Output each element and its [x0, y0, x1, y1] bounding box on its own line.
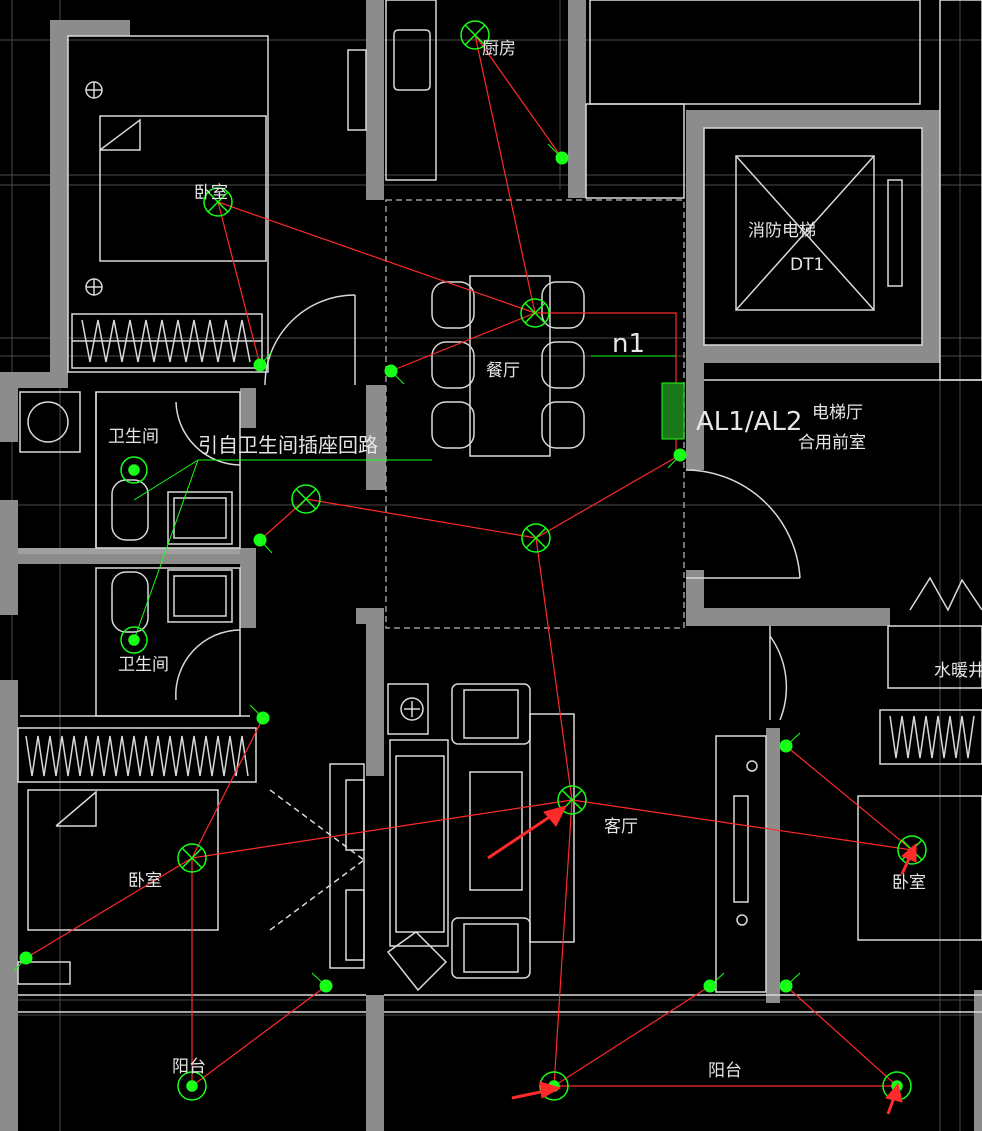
note-bath-socket: 引自卫生间插座回路: [198, 433, 378, 457]
ceiling-light-icon: [177, 843, 207, 873]
distribution-panel: [661, 382, 685, 440]
note-panel-label: AL1/AL2: [696, 407, 802, 437]
wall-switch-icon: [779, 732, 801, 753]
note-line-tag: n1: [612, 329, 645, 359]
label-bedroom-right: 卧室: [892, 873, 926, 893]
ceiling-light-icon: [521, 523, 551, 553]
note-leaders: [133, 355, 676, 641]
label-bedroom-top: 卧室: [194, 183, 228, 203]
wall-switch-icon: [311, 972, 333, 993]
wall-switch-icon: [253, 533, 273, 554]
ceiling-light-icon: [120, 626, 148, 654]
wall-switch-icon: [703, 972, 725, 993]
red-arrow-icon: [487, 805, 567, 860]
label-dining: 餐厅: [486, 361, 520, 381]
ceiling-light-icon: [203, 187, 233, 217]
red-arrow-icon: [885, 1082, 903, 1115]
label-kitchen: 厨房: [482, 39, 516, 59]
label-elevator-code: DT1: [790, 255, 824, 275]
wall-switch-icon: [384, 364, 405, 385]
label-bathroom-top: 卫生间: [108, 427, 159, 447]
label-fire-elevator: 消防电梯: [748, 221, 816, 241]
label-balcony-left: 阳台: [172, 1057, 206, 1077]
ceiling-light-icon: [520, 298, 550, 328]
label-bedroom-left: 卧室: [128, 871, 162, 891]
label-living-room: 客厅: [604, 817, 638, 837]
wall-switch-icon: [779, 972, 801, 993]
label-bathroom-bottom: 卫生间: [118, 655, 169, 675]
ceiling-light-icon: [460, 20, 490, 50]
wall-switch-icon: [253, 351, 273, 372]
wall-switch-icon: [249, 704, 270, 725]
red-arrows: [487, 805, 917, 1115]
red-arrow-icon: [900, 842, 917, 875]
wall-switch-icon: [13, 951, 33, 972]
wall-switch-icon: [547, 143, 569, 165]
label-balcony-right: 阳台: [708, 1061, 742, 1081]
ceiling-light-icon: [177, 1071, 207, 1101]
label-water-heating-shaft: 水暖井: [934, 661, 982, 681]
ceiling-light-icon: [291, 484, 321, 514]
structure-lines: [17, 0, 982, 1013]
wall-switches: [13, 143, 801, 993]
ceiling-light-icon: [120, 456, 148, 484]
label-elevator-hall: 电梯厅: [812, 403, 863, 423]
red-arrow-icon: [511, 1081, 562, 1100]
wall-switch-icon: [667, 448, 687, 469]
label-shared-front-room: 合用前室: [798, 433, 866, 453]
